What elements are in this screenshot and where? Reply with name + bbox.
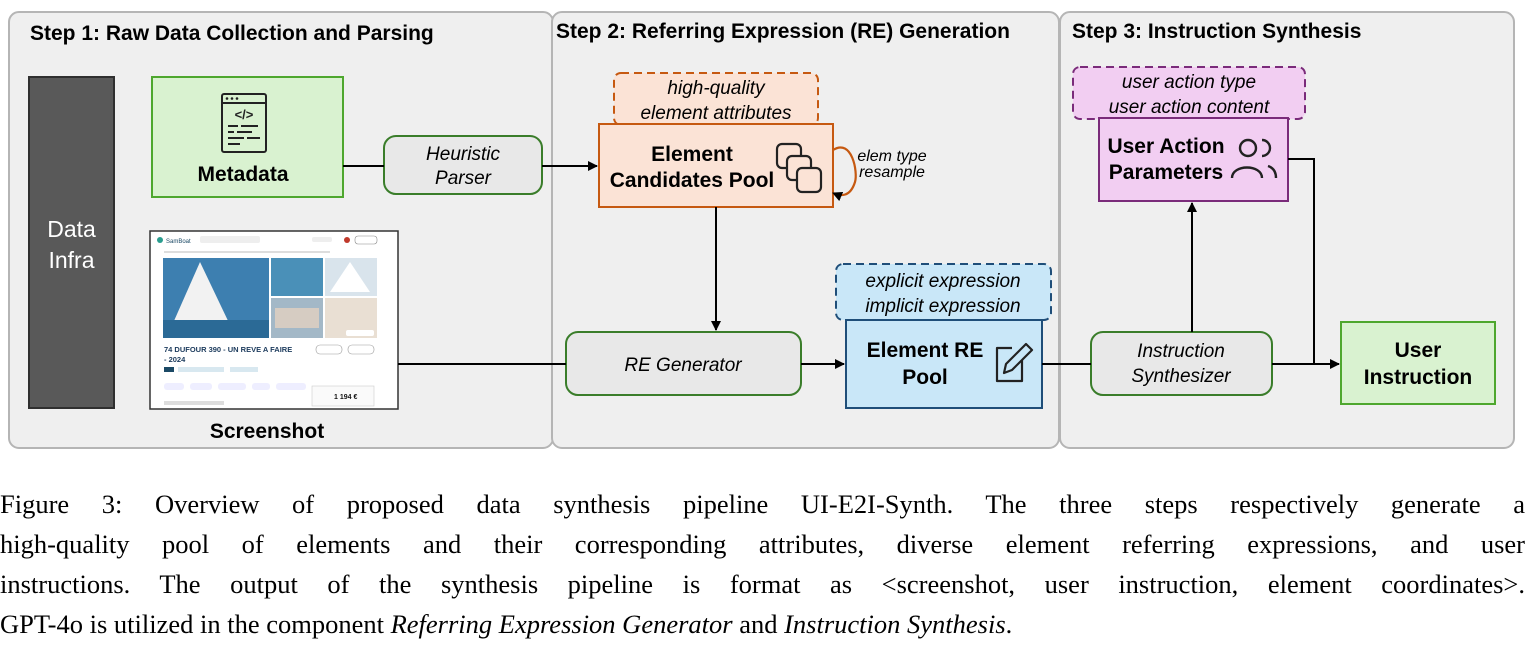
caption-line4-and: and xyxy=(739,609,778,639)
element-re-pool-label-line1: Element RE xyxy=(867,339,984,362)
screenshot-label: Screenshot xyxy=(210,420,324,443)
caption-line2: high-quality pool of elements and their … xyxy=(0,529,1525,559)
caption-line4-start: GPT-4o is utilized in the component xyxy=(0,609,384,639)
caption-line4-end: . xyxy=(1005,609,1013,639)
caption-line3: instructions. The output of the synthesi… xyxy=(0,569,1525,599)
user-action-params-node xyxy=(1098,117,1289,202)
caption-line1: Figure 3: Overview of proposed data synt… xyxy=(0,484,1525,524)
heuristic-parser-label-line2: Parser xyxy=(435,168,492,189)
data-infra-label-line1: Data xyxy=(47,216,96,242)
users-icon xyxy=(1230,138,1278,179)
user-action-type: user action type xyxy=(1122,72,1256,93)
user-instruction-node xyxy=(1340,321,1496,405)
metadata-label: Metadata xyxy=(197,163,288,186)
caption-line4: GPT-4o is utilized in the component Refe… xyxy=(0,604,1525,644)
screenshot-price: 1 194 € xyxy=(334,394,357,401)
stacked-squares-icon xyxy=(775,142,823,194)
edit-pencil-icon xyxy=(995,342,1034,383)
user-action-params-line2: Parameters xyxy=(1109,161,1223,184)
instruction-synth-line1: Instruction xyxy=(1137,341,1225,362)
hq-attributes-line2: element attributes xyxy=(640,103,792,124)
edge-params-to-userinstr xyxy=(1288,158,1315,364)
instruction-synth-line2: Synthesizer xyxy=(1131,366,1231,387)
screenshot-thumbnail: SamBoat 74 DUFOUR 390 - UN REVE A FAIRE … xyxy=(149,230,399,410)
explicit-expression: explicit expression xyxy=(865,271,1020,292)
pipeline-diagram: Step 1: Raw Data Collection and Parsing … xyxy=(8,11,1515,449)
caption-line1-text: Overview of proposed data synthesis pipe… xyxy=(154,489,1525,519)
resample-loop-arrow xyxy=(832,146,857,202)
data-infra-node xyxy=(28,76,115,409)
elem-resample-line2: resample xyxy=(859,164,925,181)
step2-title: Step 2: Referring Expression (RE) Genera… xyxy=(556,20,1010,43)
data-infra-label-line2: Infra xyxy=(48,247,94,273)
user-instruction-line2: Instruction xyxy=(1364,366,1473,389)
caption-line4-em1: Referring Expression Generator xyxy=(390,609,733,639)
re-generator-label: RE Generator xyxy=(624,355,742,376)
elem-resample-line1: elem type xyxy=(857,148,926,165)
user-action-content: user action content xyxy=(1109,97,1270,118)
figure-caption: Figure 3: Overview of proposed data synt… xyxy=(0,484,1525,644)
step3-title: Step 3: Instruction Synthesis xyxy=(1072,20,1361,43)
caption-label: Figure 3: xyxy=(0,489,123,519)
svg-text:</>: </> xyxy=(235,107,254,122)
implicit-expression: implicit expression xyxy=(865,296,1020,317)
connectors xyxy=(343,158,1340,369)
caption-line4-em2: Instruction Synthesis xyxy=(784,609,1006,639)
screenshot-title-line2: - 2024 xyxy=(164,355,186,364)
user-action-attrs-tag xyxy=(1072,66,1306,120)
user-instruction-line1: User xyxy=(1395,339,1442,362)
heuristic-parser-label-line1: Heuristic xyxy=(426,144,500,165)
element-re-pool-label-line2: Pool xyxy=(902,366,948,389)
step1-title: Step 1: Raw Data Collection and Parsing xyxy=(30,22,434,45)
element-candidates-label-line2: Candidates Pool xyxy=(610,169,775,192)
code-file-icon: </> xyxy=(221,93,267,153)
hq-attributes-line1: high-quality xyxy=(667,78,766,99)
screenshot-title-line1: 74 DUFOUR 390 - UN REVE A FAIRE xyxy=(164,345,292,354)
user-action-params-line1: User Action xyxy=(1107,135,1224,158)
element-candidates-label-line1: Element xyxy=(651,143,733,166)
metadata-node xyxy=(151,76,344,198)
screenshot-brand: SamBoat xyxy=(166,239,191,245)
